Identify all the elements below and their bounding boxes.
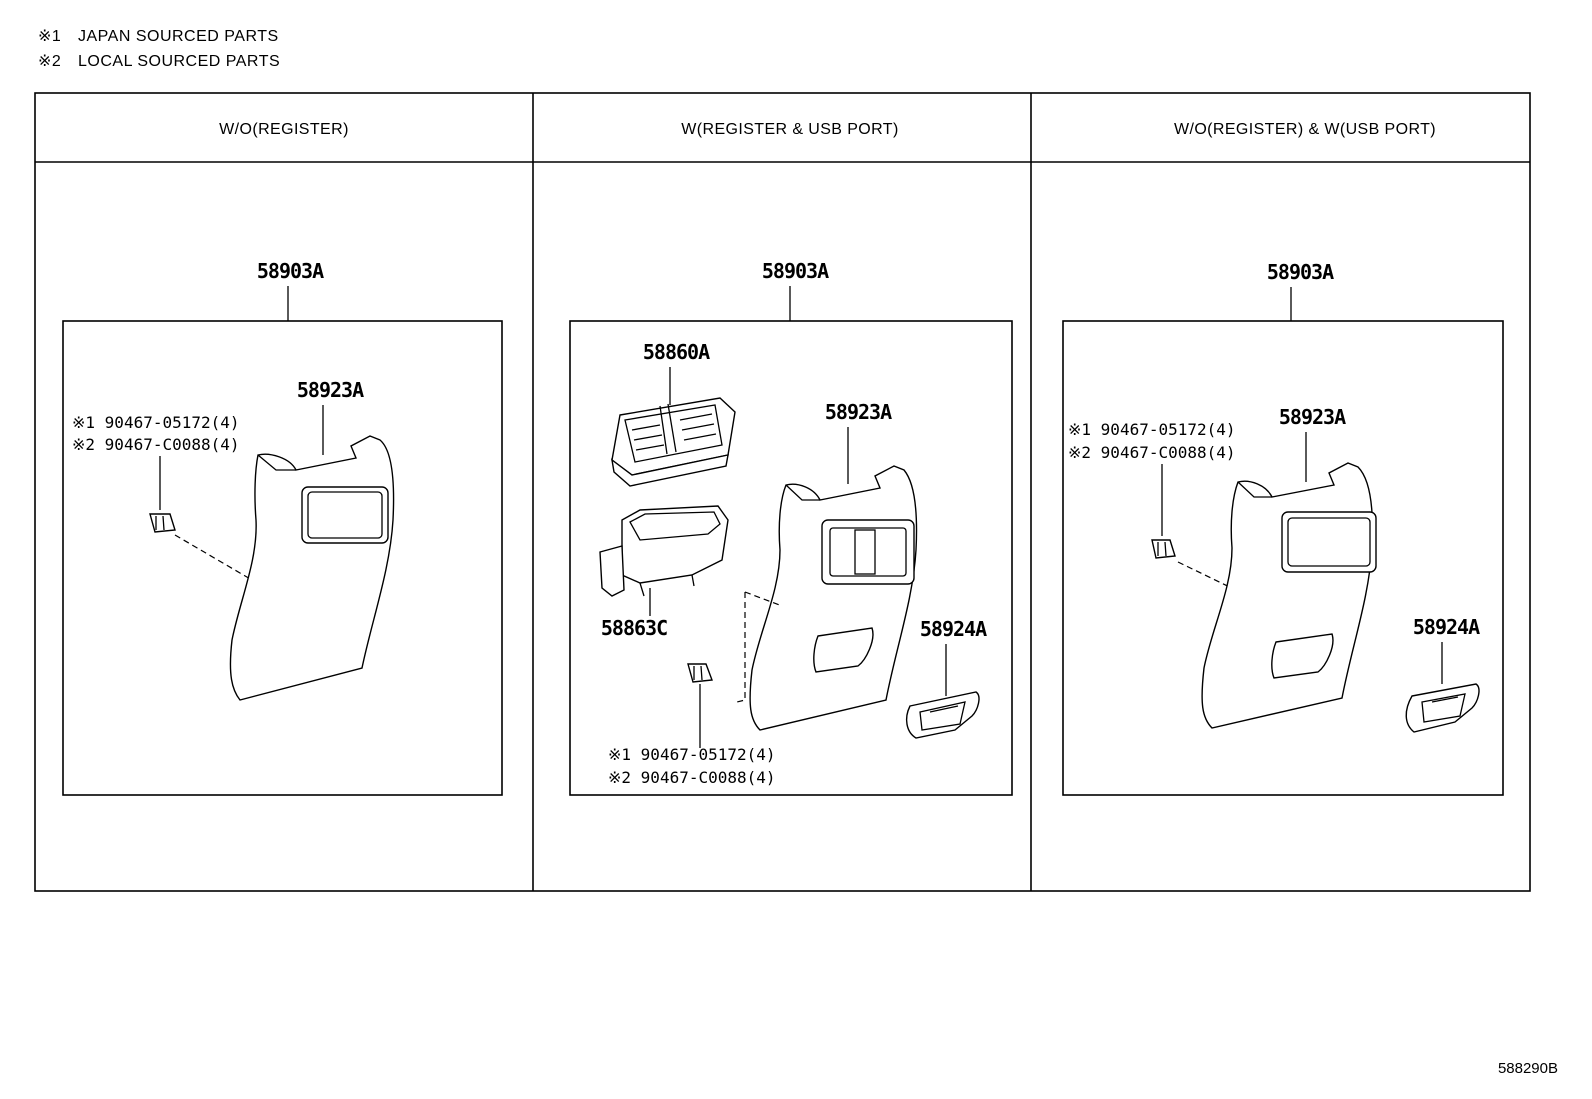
clip-note-1-col-2: ※1 90467-05172(4) xyxy=(608,745,776,764)
register-part xyxy=(611,397,736,487)
usb-label-2: 58924A xyxy=(920,617,987,641)
clip-note-2-col-2: ※2 90467-C0088(4) xyxy=(608,768,776,787)
usb-part-col-3 xyxy=(1405,683,1480,733)
clip-part-col-1 xyxy=(149,513,176,533)
clip-part-col-2 xyxy=(687,663,713,683)
console-panel-col-3 xyxy=(1201,462,1377,729)
assembly-box-1 xyxy=(62,320,503,796)
diagram-code: 588290B xyxy=(1497,1060,1558,1077)
assembly-box-3 xyxy=(1062,320,1504,796)
column-header-3: W/O(REGISTER) & W(USB PORT) xyxy=(1174,121,1436,138)
column-header-2: W(REGISTER & USB PORT) xyxy=(681,121,898,138)
assembly-label-2: 58903A xyxy=(762,259,829,283)
assembly-label-1: 58903A xyxy=(257,259,324,283)
clip-note-2-col-1: ※2 90467-C0088(4) xyxy=(72,435,240,454)
panel-label-3: 58923A xyxy=(1279,405,1346,429)
column-1-diagram: 58903A 58923A ※1 90467-05172(4) ※2 90467… xyxy=(62,259,503,796)
column-3-diagram: 58903A 58923A ※1 90467-05172(4) ※2 90467… xyxy=(1062,260,1504,796)
column-header-1: W/O(REGISTER) xyxy=(219,121,349,138)
assembly-box-2 xyxy=(569,320,1013,796)
legend-text-1: JAPAN SOURCED PARTS xyxy=(78,28,279,45)
clip-note-2-col-3: ※2 90467-C0088(4) xyxy=(1068,443,1236,462)
legend-mark-1: ※1 xyxy=(38,28,62,45)
usb-part-col-2 xyxy=(905,691,980,739)
panel-label-1: 58923A xyxy=(297,378,364,402)
console-box-part xyxy=(599,505,729,597)
clip-part-col-3 xyxy=(1151,539,1176,559)
legend-local-sourced: ※2 LOCAL SOURCED PARTS xyxy=(38,51,280,71)
clip-note-1-col-3: ※1 90467-05172(4) xyxy=(1068,420,1236,439)
column-2-diagram: 58903A 58860A 58863C 58923A xyxy=(569,259,1013,796)
register-label: 58860A xyxy=(643,340,710,364)
usb-label-3: 58924A xyxy=(1413,615,1480,639)
legend-mark-2: ※2 xyxy=(38,53,62,70)
panel-label-2: 58923A xyxy=(825,400,892,424)
box-label: 58863C xyxy=(601,616,667,640)
legend-text-2: LOCAL SOURCED PARTS xyxy=(78,53,281,70)
diagram-frame xyxy=(34,92,1531,892)
assembly-label-3: 58903A xyxy=(1267,260,1334,284)
clip-note-1-col-1: ※1 90467-05172(4) xyxy=(72,413,240,432)
console-panel-col-2 xyxy=(749,465,918,731)
console-panel-col-1 xyxy=(229,435,395,701)
legend-japan-sourced: ※1 JAPAN SOURCED PARTS xyxy=(38,26,279,46)
